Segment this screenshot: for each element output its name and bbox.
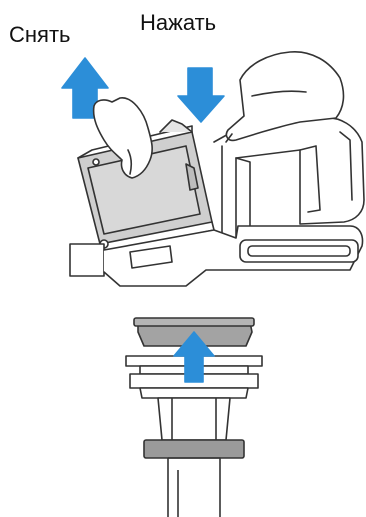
filter-band [144,440,244,458]
arrow-down-icon [178,68,224,122]
filter-illustration [126,318,262,517]
vacuum-illustration [62,52,364,286]
